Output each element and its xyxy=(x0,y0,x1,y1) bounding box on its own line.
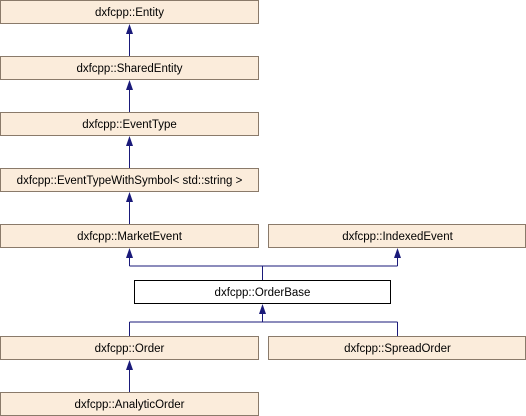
edge-orderbase-to-parents xyxy=(129,258,398,280)
arrowhead-eventtype xyxy=(126,136,133,146)
arrowhead-sharedentity xyxy=(126,80,133,90)
arrowhead-orderbase xyxy=(259,304,266,314)
class-label-entity: dxfcpp::Entity xyxy=(95,7,164,19)
inheritance-edges xyxy=(126,24,401,392)
class-label-order: dxfcpp::Order xyxy=(95,343,165,355)
class-node-eventtype[interactable]: dxfcpp::EventType xyxy=(0,112,259,136)
class-label-eventtype: dxfcpp::EventType xyxy=(82,119,177,131)
class-label-sharedentity: dxfcpp::SharedEntity xyxy=(76,63,182,75)
class-label-analyticorder: dxfcpp::AnalyticOrder xyxy=(75,399,185,411)
class-node-spreadorder[interactable]: dxfcpp::SpreadOrder xyxy=(268,336,526,360)
edge-children-to-orderbase xyxy=(129,314,398,336)
class-label-spreadorder: dxfcpp::SpreadOrder xyxy=(344,343,451,355)
class-label-indexedevent: dxfcpp::IndexedEvent xyxy=(342,231,453,243)
arrowhead-order xyxy=(126,360,133,370)
class-node-sharedentity[interactable]: dxfcpp::SharedEntity xyxy=(0,56,259,80)
class-node-order[interactable]: dxfcpp::Order xyxy=(0,336,259,360)
class-node-orderbase: dxfcpp::OrderBase xyxy=(134,280,391,304)
class-node-eventtypewithsymbol[interactable]: dxfcpp::EventTypeWithSymbol< std::string… xyxy=(0,168,259,192)
arrowhead-marketevent xyxy=(126,248,133,258)
arrowhead-eventtypewithsymbol xyxy=(126,192,133,202)
class-label-eventtypewithsymbol: dxfcpp::EventTypeWithSymbol< std::string… xyxy=(17,175,243,187)
class-node-indexedevent[interactable]: dxfcpp::IndexedEvent xyxy=(268,224,526,248)
class-node-entity[interactable]: dxfcpp::Entity xyxy=(0,0,259,24)
class-label-marketevent: dxfcpp::MarketEvent xyxy=(77,231,183,243)
class-node-analyticorder[interactable]: dxfcpp::AnalyticOrder xyxy=(0,392,259,416)
class-node-marketevent[interactable]: dxfcpp::MarketEvent xyxy=(0,224,259,248)
arrowhead-entity xyxy=(126,24,133,34)
class-label-orderbase: dxfcpp::OrderBase xyxy=(215,287,311,299)
arrowhead-indexedevent xyxy=(394,248,401,258)
